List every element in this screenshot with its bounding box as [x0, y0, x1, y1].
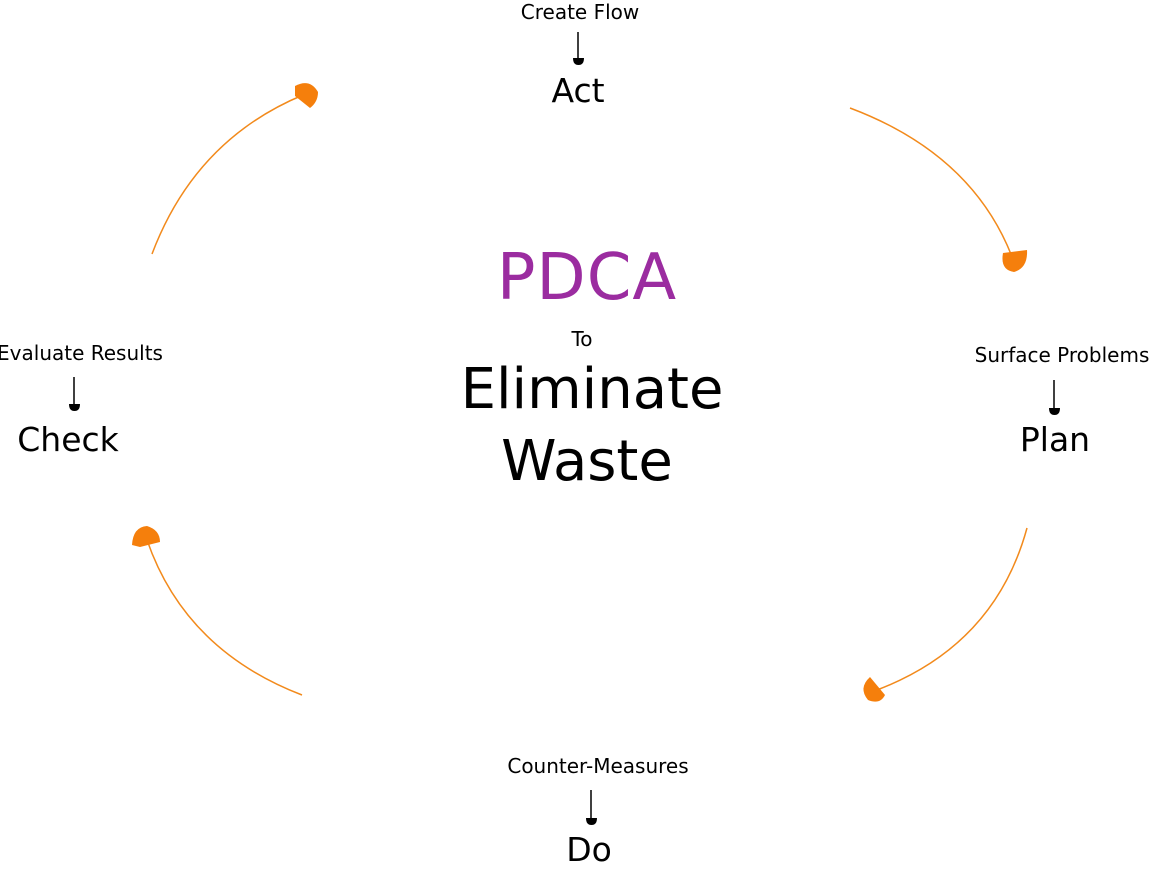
act-label: Act — [551, 71, 605, 110]
cycle-arc-do-to-check — [146, 539, 303, 696]
down-pin-arrow-icon — [586, 790, 597, 825]
cycle-arc-plan-to-do — [876, 527, 1028, 691]
orange-arrowhead-icon — [863, 677, 885, 702]
do-description: Counter-Measures — [507, 754, 689, 778]
waste-line: Waste — [501, 429, 673, 494]
down-pin-arrow-icon — [1049, 380, 1060, 415]
to-connector: To — [571, 327, 593, 351]
down-pin-arrow-icon — [573, 32, 584, 65]
cycle-arc-check-to-act — [151, 94, 304, 255]
cycle-arc-act-to-plan — [849, 107, 1015, 263]
do-label: Do — [566, 830, 612, 869]
pdca-title: PDCA — [496, 241, 678, 315]
plan-description: Surface Problems — [974, 343, 1149, 367]
orange-arrowhead-icon — [295, 83, 318, 108]
down-pin-arrow-icon — [69, 377, 80, 411]
orange-arrowhead-icon — [1002, 250, 1028, 272]
eliminate-line: Eliminate — [460, 357, 724, 422]
check-description: Evaluate Results — [0, 341, 163, 365]
orange-arrowhead-icon — [132, 526, 160, 547]
act-description: Create Flow — [520, 0, 640, 24]
plan-label: Plan — [1019, 420, 1091, 459]
check-label: Check — [17, 420, 119, 459]
